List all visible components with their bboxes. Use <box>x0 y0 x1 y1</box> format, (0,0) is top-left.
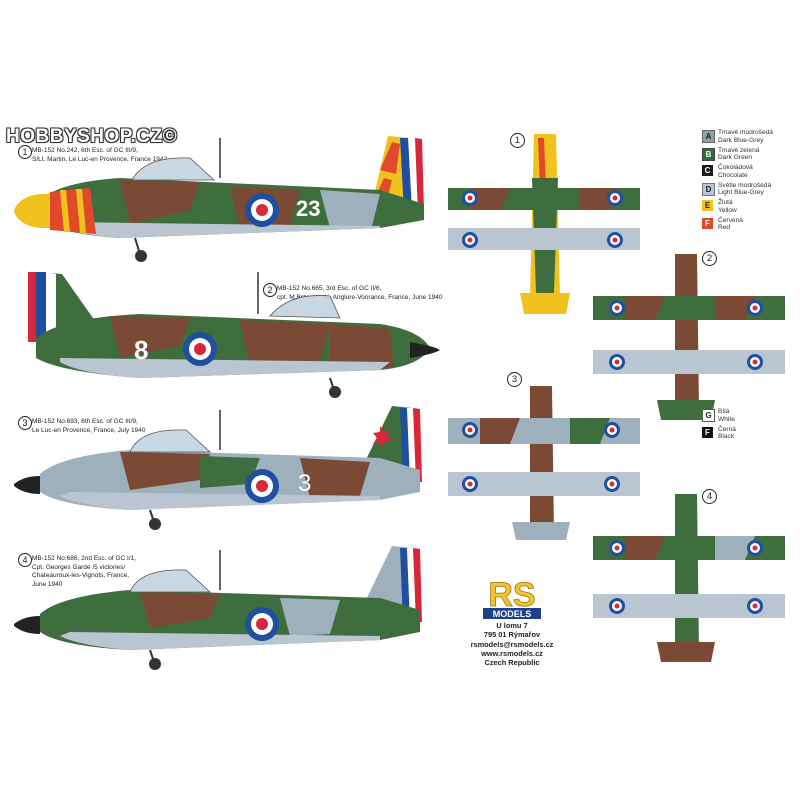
profile-number-2: 2 <box>263 283 277 297</box>
rs-models-logo: RS MODELS <box>481 574 543 620</box>
swatch-a: A <box>702 130 715 143</box>
profile-number-3: 3 <box>18 416 32 430</box>
legend-en: Dark Blue-Grey <box>718 136 764 144</box>
address-city: 795 01 Rýmařov <box>483 630 541 640</box>
caption-3-line-2: Le Luc-en Provence, France, July 1940 <box>32 426 146 434</box>
aircraft-code-1: 23 <box>296 196 321 221</box>
side-profile-1 <box>14 136 424 262</box>
top-view-number-3: 3 <box>507 372 522 387</box>
swatch-e: E <box>702 200 713 211</box>
top-view-4 <box>593 494 785 662</box>
nose-spinner-4 <box>14 616 40 634</box>
legend-en: Light Blue-Grey <box>718 189 764 196</box>
address-email: rsmodels@rsmodels.cz <box>470 639 554 649</box>
top-view-number-1: 1 <box>510 133 525 148</box>
legend-cz: Černá <box>718 425 736 433</box>
caption-1-line-2: S/Lt. Martin, Le Luc-en Provence, France… <box>32 155 168 163</box>
address-website: www.rsmodels.cz <box>481 648 543 658</box>
top-view-number-2: 2 <box>702 251 717 266</box>
swatch-f: F <box>702 217 713 229</box>
side-profile-4 <box>14 546 422 670</box>
side-profile-3 <box>14 406 422 530</box>
aircraft-code-3: 3 <box>298 470 312 497</box>
profile-number-1: 1 <box>18 145 32 159</box>
nose-spinner-1 <box>14 194 50 228</box>
top-view-1 <box>448 134 640 314</box>
side-profile-2 <box>28 272 440 398</box>
legend-en: Dark Green <box>718 154 753 161</box>
address-country: Czech Republic <box>484 658 540 668</box>
caption-2-line-1: MB-152 No.665, 3rd Esc. of GC II/6, <box>277 285 382 292</box>
legend-en: Black <box>718 433 735 440</box>
legend-cz: Červená <box>718 216 743 224</box>
address-street: U lomu 7 <box>496 621 528 630</box>
profile-number-4: 4 <box>18 553 32 567</box>
top-view-number-4: 4 <box>702 489 717 504</box>
swatch-black: F <box>702 426 713 438</box>
watermark: HOBBYSHOP.CZ© <box>6 126 178 147</box>
logo-letters: RS <box>488 576 535 614</box>
legend-cz: Bílá <box>718 408 730 415</box>
swatch-g: G <box>702 409 715 422</box>
caption-2: 2 MB-152 No.665, 3rd Esc. of GC II/6, cp… <box>263 283 443 302</box>
aircraft-code-2: 8 <box>134 335 149 365</box>
swatch-b: B <box>702 147 715 161</box>
logo-subtitle: MODELS <box>493 609 532 619</box>
caption-1: 1 MB-152 No.242, 6th Esc. of GC III/9, S… <box>18 145 168 164</box>
nose-spinner-2 <box>410 342 440 358</box>
legend-en: Yellow <box>718 206 737 214</box>
caption-3-line-1: MB-152 No.693, 6th Esc. of GC III/9, <box>32 418 138 425</box>
caption-4-line-2: Cpt. Georges Garde /5 victories/ <box>32 563 126 571</box>
caption-4: 4 MB-152 No.686, 2nd Esc. of GC I/1, Cpt… <box>18 553 137 589</box>
legend-cz: Světle modrošedá <box>718 181 772 189</box>
legend-cz: Žlutá <box>718 199 733 206</box>
top-view-3 <box>448 386 640 540</box>
caption-1-line-1: MB-152 No.242, 6th Esc. of GC III/9, <box>32 147 138 154</box>
legend-en: Chocolate <box>718 171 748 179</box>
caption-4-line-3: Chateauroux-les-Vignots, France, <box>32 572 130 579</box>
legend-en: Red <box>718 224 731 231</box>
legend-cz: Tmavě zelená <box>718 146 760 154</box>
caption-2-line-2: cpt. M.Brzezowski, Anglure-Vonrance, Fra… <box>277 293 443 301</box>
caption-3: 3 MB-152 No.693, 6th Esc. of GC III/9, L… <box>18 416 146 435</box>
legend-cz: Čokoládová <box>718 164 753 171</box>
legend-en: White <box>718 415 735 423</box>
top-view-2 <box>593 254 785 420</box>
legend-cz: Tmavě modrošedá <box>718 129 773 136</box>
caption-4-line-4: June 1940 <box>32 580 63 588</box>
company-address: U lomu 7 795 01 Rýmařov rsmodels@rsmodel… <box>462 621 562 667</box>
swatch-c: C <box>702 165 713 176</box>
swatch-d: D <box>702 182 715 196</box>
caption-4-line-1: MB-152 No.686, 2nd Esc. of GC I/1, <box>32 555 137 562</box>
nose-spinner-3 <box>14 476 40 494</box>
